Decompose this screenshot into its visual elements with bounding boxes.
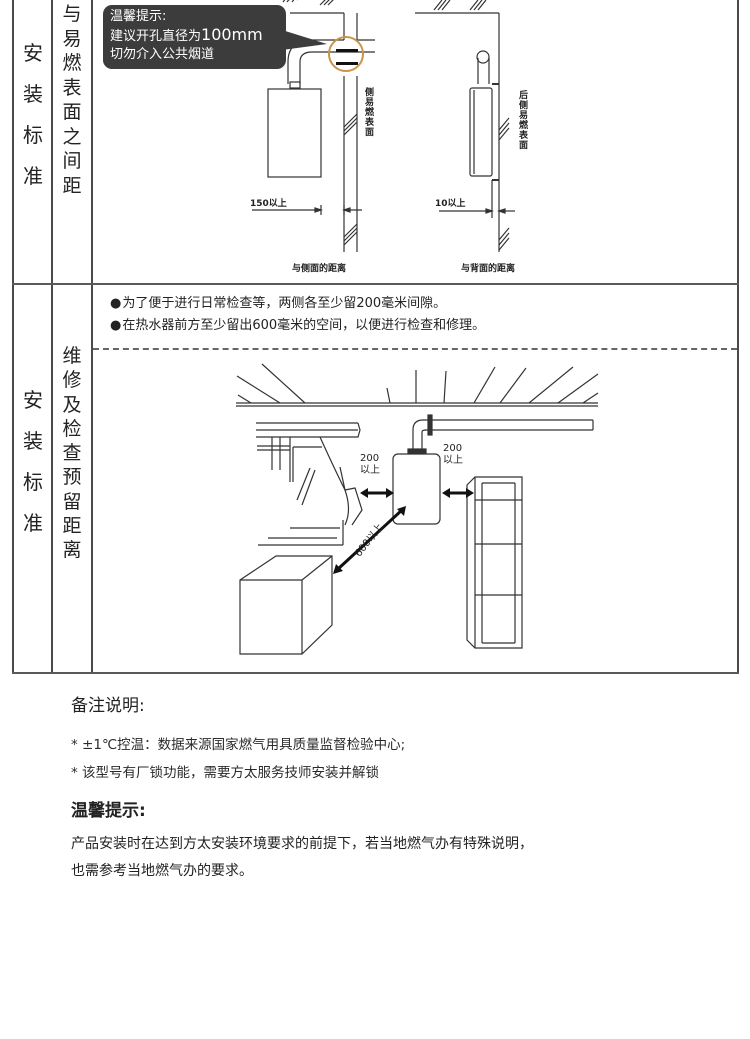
char: 与 bbox=[62, 3, 82, 25]
tips-line: 也需参考当地燃气办的要求。 bbox=[71, 863, 253, 879]
char: 安 bbox=[23, 388, 43, 412]
char: 面 bbox=[62, 101, 82, 123]
row1-subcategory-label: 与 易 燃 表 面 之 间 距 bbox=[57, 2, 87, 198]
tips-line: 产品安装时在达到方太安装环境要求的前提下，若当地燃气办有特殊说明， bbox=[71, 836, 533, 852]
cabinet-box bbox=[239, 555, 333, 655]
clearance-arrows bbox=[333, 488, 474, 574]
char: 之 bbox=[62, 125, 82, 148]
note-item: * ±1℃控温：数据来源国家燃气用具质量监督检验中心; bbox=[71, 737, 406, 753]
callout-line1: 建议开孔直径为100mm bbox=[110, 26, 286, 46]
char: 检 bbox=[62, 417, 82, 440]
char: 间 bbox=[62, 150, 82, 172]
table-left-border bbox=[12, 0, 14, 673]
back-clearance-diagram bbox=[415, 0, 515, 252]
maintenance-clearance-illustration bbox=[236, 363, 599, 655]
tips-paragraph: 产品安装时在达到方太安装环境要求的前提下，若当地燃气办有特殊说明， 也需参考当地… bbox=[71, 831, 711, 885]
char: 装 bbox=[23, 429, 43, 453]
maintenance-bullets: 为了便于进行日常检查等，两侧各至少留200毫米间隙。 在热水器前方至少留出600… bbox=[110, 293, 485, 337]
char: 标 bbox=[23, 470, 43, 494]
char: 距 bbox=[62, 174, 82, 197]
bullet-item: 为了便于进行日常检查等，两侧各至少留200毫米间隙。 bbox=[110, 293, 485, 315]
heater-body bbox=[392, 453, 441, 525]
notes-heading: 备注说明: bbox=[71, 696, 145, 716]
char: 距 bbox=[62, 515, 82, 538]
side-dimension-label: 150以上 bbox=[250, 199, 287, 209]
char: 燃 bbox=[62, 52, 82, 74]
char: 安 bbox=[23, 41, 43, 65]
char: 留 bbox=[62, 490, 82, 513]
callout-pointer bbox=[282, 30, 327, 50]
callout-line2: 切勿介入公共烟道 bbox=[110, 47, 215, 62]
char: 维 bbox=[62, 345, 82, 367]
bookshelf bbox=[466, 476, 523, 649]
dashed-divider bbox=[93, 348, 737, 350]
char: 易 bbox=[62, 27, 82, 50]
notes-section: 备注说明: bbox=[71, 691, 145, 716]
back-dimension-label: 10以上 bbox=[435, 199, 466, 209]
char: 装 bbox=[23, 82, 43, 106]
char: 表 bbox=[62, 76, 82, 99]
left-gap-label: 200 以上 bbox=[360, 453, 380, 477]
tips-heading: 温馨提示: bbox=[71, 801, 146, 821]
right-gap-label: 200 以上 bbox=[443, 443, 463, 467]
table-bottom-border bbox=[12, 672, 739, 674]
right-gap-value: 200 bbox=[443, 443, 463, 454]
clearance-diagrams bbox=[252, 0, 515, 252]
note-item: * 该型号有厂锁功能，需要方太服务技师安装并解锁 bbox=[71, 765, 380, 781]
row2-category-label: 安 装 标 准 bbox=[19, 380, 47, 544]
back-caption: 与背面的距离 bbox=[461, 264, 516, 274]
char: 离 bbox=[62, 539, 82, 562]
row2-subcategory-label: 维 修 及 检 查 预 留 距 离 bbox=[57, 344, 87, 563]
highlight-ring bbox=[328, 36, 364, 72]
char: 准 bbox=[23, 511, 43, 535]
char: 标 bbox=[23, 123, 43, 147]
table-row-divider bbox=[12, 283, 739, 285]
tip-callout: 温馨提示: 建议开孔直径为100mm 切勿介入公共烟道 bbox=[103, 5, 286, 69]
left-gap-value: 200 bbox=[360, 453, 380, 464]
left-gap-unit: 以上 bbox=[360, 465, 380, 476]
ceiling bbox=[236, 363, 599, 407]
row1-category-label: 安 装 标 准 bbox=[19, 33, 47, 197]
side-vertical-label: 侧易燃表面 bbox=[365, 88, 375, 138]
tips-section: 温馨提示: bbox=[71, 796, 146, 821]
side-clearance-diagram bbox=[252, 0, 375, 252]
char: 预 bbox=[62, 466, 82, 489]
char: 修 bbox=[62, 369, 82, 392]
back-vertical-label: 后侧易燃表面 bbox=[519, 91, 529, 151]
table-right-border bbox=[737, 0, 739, 673]
side-caption: 与侧面的距离 bbox=[292, 264, 347, 274]
callout-hole-diameter: 100mm bbox=[201, 25, 263, 44]
callout-title: 温馨提示: bbox=[110, 9, 167, 24]
table-col-divider-1 bbox=[51, 0, 53, 673]
char: 准 bbox=[23, 164, 43, 188]
flue-pipe bbox=[407, 414, 594, 454]
window bbox=[256, 422, 363, 546]
bullet-text: 在热水器前方至少留出600毫米的空间，以便进行检查和修理。 bbox=[122, 318, 486, 333]
bullet-item: 在热水器前方至少留出600毫米的空间，以便进行检查和修理。 bbox=[110, 315, 485, 337]
char: 查 bbox=[62, 442, 82, 465]
char: 及 bbox=[62, 393, 82, 416]
bullet-text: 为了便于进行日常检查等，两侧各至少留200毫米间隙。 bbox=[122, 296, 447, 311]
table-col-divider-2 bbox=[91, 0, 93, 673]
callout-line1-prefix: 建议开孔直径为 bbox=[110, 29, 202, 44]
right-gap-unit: 以上 bbox=[443, 455, 463, 466]
